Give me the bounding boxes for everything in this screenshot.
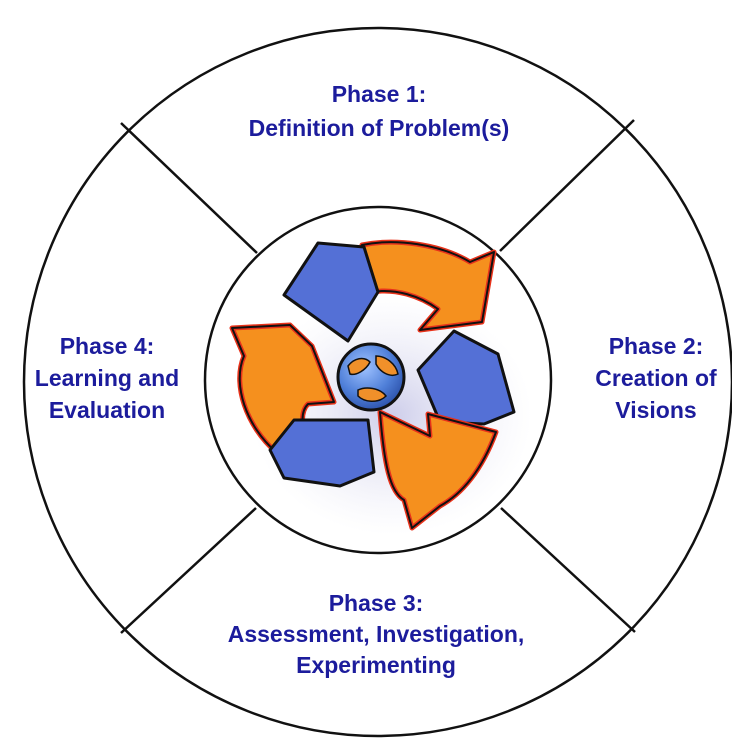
phase-3-label: Phase 3: Assessment, Investigation, Expe… bbox=[228, 590, 525, 678]
globe-icon bbox=[336, 342, 406, 412]
divider-bottom-left bbox=[120, 507, 257, 634]
phase-3-description-line-1: Assessment, Investigation, bbox=[228, 621, 525, 647]
phase-2-description-line-1: Creation of bbox=[595, 365, 717, 391]
phase-4-description-line-1: Learning and bbox=[35, 365, 179, 391]
divider-top-left bbox=[120, 122, 258, 254]
right-arrow-pair bbox=[377, 329, 516, 531]
divider-top-right bbox=[499, 119, 635, 252]
phase-1-label: Phase 1: Definition of Problem(s) bbox=[249, 81, 510, 141]
phase-2-label: Phase 2: Creation of Visions bbox=[595, 333, 717, 423]
phase-3-description-line-2: Experimenting bbox=[296, 652, 456, 678]
phase-4-title: Phase 4: bbox=[60, 333, 155, 359]
divider-bottom-right bbox=[500, 507, 636, 633]
phase-4-label: Phase 4: Learning and Evaluation bbox=[35, 333, 179, 423]
recycle-arrows-around-globe-icon bbox=[229, 239, 532, 535]
phase-1-description: Definition of Problem(s) bbox=[249, 115, 510, 141]
phase-1-title: Phase 1: bbox=[332, 81, 427, 107]
left-arrow-pair bbox=[229, 322, 376, 488]
phase-4-description-line-2: Evaluation bbox=[49, 397, 165, 423]
top-arrow-pair bbox=[282, 239, 497, 343]
phase-2-description-line-2: Visions bbox=[615, 397, 696, 423]
phase-3-title: Phase 3: bbox=[329, 590, 424, 616]
phase-2-title: Phase 2: bbox=[609, 333, 704, 359]
